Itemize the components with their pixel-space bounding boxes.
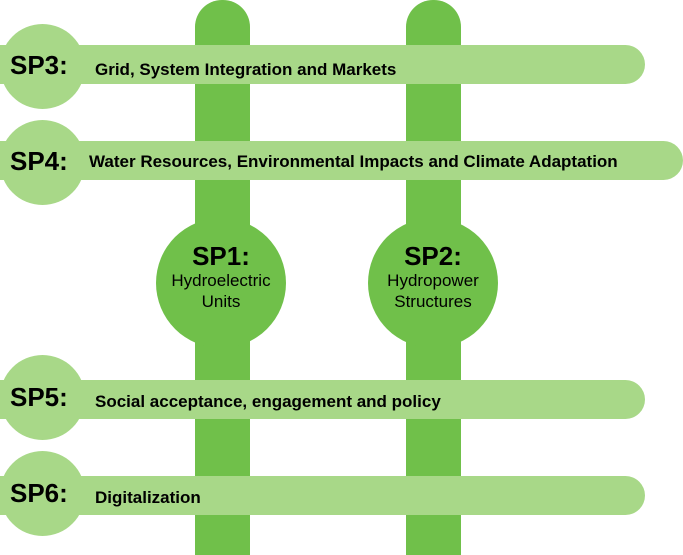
sp6-bar-circle [0, 451, 85, 536]
sp4-code: SP4: [10, 146, 68, 176]
sp6-bar-body [0, 476, 645, 515]
sp2-label-line2: Structures [394, 292, 472, 311]
sp5-bar-body [0, 380, 645, 419]
sp1-label-line2: Units [201, 292, 241, 311]
sp3-bar-body [0, 45, 645, 84]
sp5-bar-circle [0, 355, 85, 440]
sp6-code: SP6: [10, 478, 68, 508]
sp5-code: SP5: [10, 382, 68, 412]
sp3-bar-circle [0, 24, 85, 109]
sp3-code: SP3: [10, 50, 68, 80]
sp6-label: Digitalization [95, 488, 201, 507]
sp2-code: SP2: [404, 241, 462, 271]
sp4-bar-circle [0, 120, 85, 205]
sp4-bar-body [0, 141, 683, 180]
sp2-label-line1: Hydropower [387, 271, 479, 290]
sp1-label-line1: Hydroelectric [171, 271, 271, 290]
sp4-label: Water Resources, Environmental Impacts a… [89, 152, 618, 171]
sp3-label: Grid, System Integration and Markets [95, 60, 397, 79]
sp1-code: SP1: [192, 241, 250, 271]
sp5-label: Social acceptance, engagement and policy [95, 392, 441, 411]
sp1-hub: SP1: Hydroelectric Units [156, 218, 286, 348]
sp2-hub: SP2: Hydropower Structures [368, 218, 498, 348]
